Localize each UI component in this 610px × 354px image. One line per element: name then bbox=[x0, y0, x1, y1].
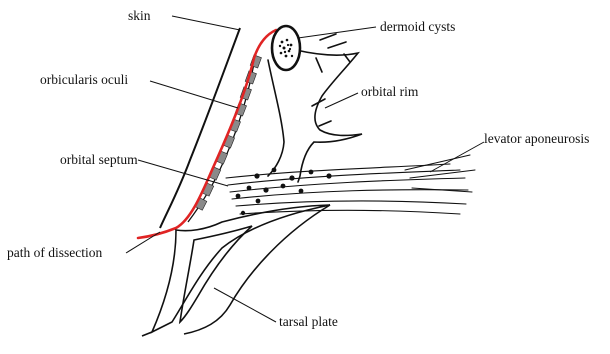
label-leader-lines bbox=[126, 16, 484, 322]
orbital-rim-label: orbital rim bbox=[361, 84, 418, 100]
skin-label: skin bbox=[128, 8, 151, 24]
path-of-dissection-label: path of dissection bbox=[7, 245, 102, 261]
orbital-septum-label: orbital septum bbox=[60, 152, 138, 168]
orbicularis-oculi-label: orbicularis oculi bbox=[40, 72, 128, 88]
levator-aponeurosis-label: levator aponeurosis bbox=[484, 131, 589, 147]
tarsal-plate-label: tarsal plate bbox=[279, 314, 338, 330]
levator-aponeurosis-bundle bbox=[226, 155, 475, 214]
dermoid-cysts-label: dermoid cysts bbox=[380, 19, 455, 35]
dermoid-cyst bbox=[272, 26, 300, 70]
